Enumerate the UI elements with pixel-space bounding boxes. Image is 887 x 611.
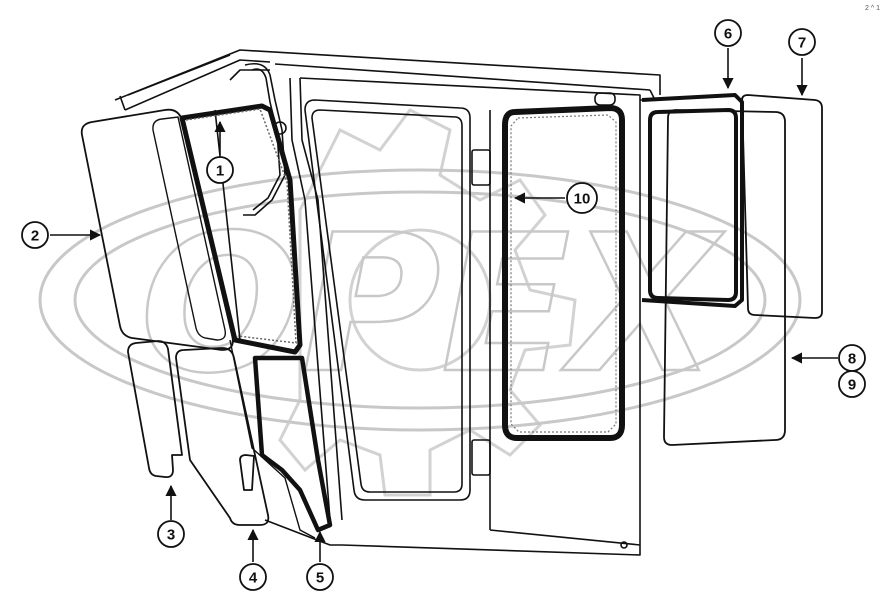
callout-6: 6 xyxy=(714,19,742,47)
callout-leaders xyxy=(50,48,838,562)
svg-text:10: 10 xyxy=(574,191,591,208)
svg-text:3: 3 xyxy=(167,527,175,544)
glass-upper-left xyxy=(80,108,234,351)
callout-3: 3 xyxy=(157,520,185,548)
sliding-window-glass-rear xyxy=(741,94,823,319)
callout-9: 9 xyxy=(838,370,866,398)
callout-7: 7 xyxy=(788,28,816,56)
svg-text:6: 6 xyxy=(724,26,732,43)
seal-lower-left xyxy=(252,355,333,533)
callout-10: 10 xyxy=(566,182,598,214)
callout-1: 1 xyxy=(206,156,234,184)
seal-upper-left xyxy=(179,103,303,355)
door-window-seal xyxy=(502,105,625,441)
svg-text:7: 7 xyxy=(798,35,806,52)
svg-text:4: 4 xyxy=(249,570,258,587)
callout-2: 2 xyxy=(21,221,49,249)
callouts: 1 2 3 4 5 6 7 8 xyxy=(21,19,866,591)
seal-lower-left-outer xyxy=(229,339,316,539)
svg-text:9: 9 xyxy=(848,377,856,394)
callout-4: 4 xyxy=(239,563,267,591)
svg-text:1: 1 xyxy=(216,163,224,180)
corner-stamp: 2 ^ 1 xyxy=(865,5,880,12)
cab-body xyxy=(114,49,661,556)
callout-5: 5 xyxy=(306,563,334,591)
sliding-window-frame xyxy=(641,93,744,308)
glass-upper-left-frame xyxy=(152,116,227,341)
svg-text:2: 2 xyxy=(31,228,39,245)
sliding-window-glass-front xyxy=(663,109,786,446)
svg-text:5: 5 xyxy=(316,570,324,587)
svg-text:8: 8 xyxy=(848,351,856,368)
glass-lower-left xyxy=(127,340,183,479)
callout-8: 8 xyxy=(838,344,866,372)
glass-lower-middle xyxy=(175,347,270,526)
